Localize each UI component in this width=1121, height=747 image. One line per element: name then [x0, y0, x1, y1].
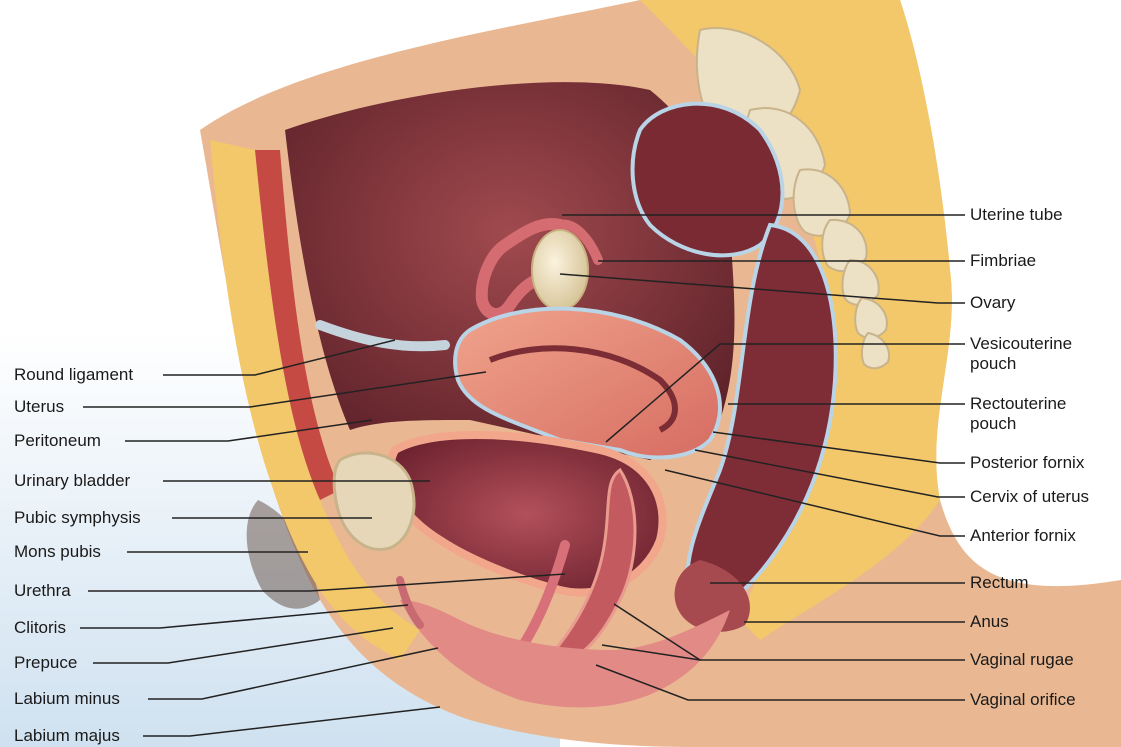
label-pubic-symphysis: Pubic symphysis — [14, 508, 141, 528]
label-vaginal-orifice: Vaginal orifice — [970, 690, 1076, 710]
label-fimbriae: Fimbriae — [970, 251, 1036, 271]
label-mons-pubis: Mons pubis — [14, 542, 101, 562]
label-labium-majus: Labium majus — [14, 726, 120, 746]
label-urinary-bladder: Urinary bladder — [14, 471, 130, 491]
label-peritoneum: Peritoneum — [14, 431, 101, 451]
label-uterus: Uterus — [14, 397, 64, 417]
label-vesicouterine-pouch: Vesicouterine pouch — [970, 334, 1100, 374]
label-rectouterine-pouch: Rectouterine pouch — [970, 394, 1090, 434]
label-ovary: Ovary — [970, 293, 1015, 313]
label-posterior-fornix: Posterior fornix — [970, 453, 1084, 473]
label-vaginal-rugae: Vaginal rugae — [970, 650, 1074, 670]
label-labium-minus: Labium minus — [14, 689, 120, 709]
label-anus: Anus — [970, 612, 1009, 632]
ovary-shape — [532, 230, 588, 310]
label-round-ligament: Round ligament — [14, 365, 133, 385]
label-clitoris: Clitoris — [14, 618, 66, 638]
label-rectum: Rectum — [970, 573, 1029, 593]
label-uterine-tube: Uterine tube — [970, 205, 1063, 225]
label-prepuce: Prepuce — [14, 653, 77, 673]
label-anterior-fornix: Anterior fornix — [970, 526, 1076, 546]
label-cervix-of-uterus: Cervix of uterus — [970, 487, 1089, 507]
label-urethra: Urethra — [14, 581, 71, 601]
